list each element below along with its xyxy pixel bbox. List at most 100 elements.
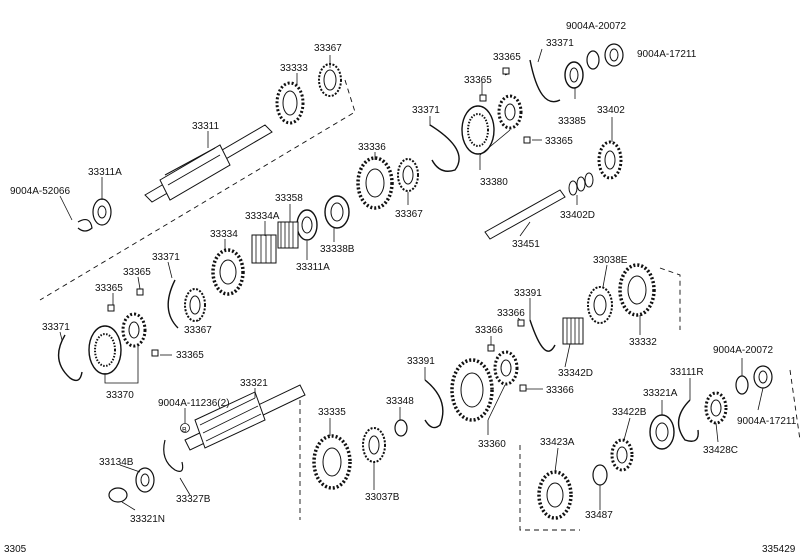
label-33365-a: 33365 bbox=[493, 52, 521, 63]
label-33358: 33358 bbox=[275, 193, 303, 204]
key-33365-e bbox=[107, 304, 115, 312]
nut-9004A-17211-low bbox=[753, 365, 773, 389]
input-shaft bbox=[144, 124, 273, 203]
snap-ring-33371-top bbox=[529, 59, 561, 103]
label-9004A-20072-top: 9004A-20072 bbox=[566, 21, 626, 32]
label-33321N: 33321N bbox=[130, 514, 165, 525]
label-33365-d: 33365 bbox=[123, 267, 151, 278]
label-33380: 33380 bbox=[480, 177, 508, 188]
label-33487: 33487 bbox=[585, 510, 613, 521]
snap-ring-33111R bbox=[677, 399, 699, 442]
label-33422B: 33422B bbox=[612, 407, 647, 418]
nut-9004A-17211-top bbox=[604, 43, 624, 67]
label-33371-mid: 33371 bbox=[412, 105, 440, 116]
bushing-33402D bbox=[568, 172, 594, 196]
label-33402D: 33402D bbox=[560, 210, 595, 221]
key-33365-a bbox=[502, 67, 510, 75]
key-33365-d bbox=[136, 288, 144, 296]
label-33370: 33370 bbox=[106, 390, 134, 401]
label-33333: 33333 bbox=[280, 63, 308, 74]
label-33366-c: 33366 bbox=[546, 385, 574, 396]
bearing-33342D bbox=[562, 317, 584, 345]
label-33371-left: 33371 bbox=[152, 252, 180, 263]
footer-right-code: 335429 bbox=[762, 544, 796, 555]
label-33134B: 33134B bbox=[99, 457, 134, 468]
counter-shaft bbox=[184, 384, 306, 451]
gear-33333 bbox=[275, 81, 305, 125]
label-33371-far: 33371 bbox=[42, 322, 70, 333]
label-33111R: 33111R bbox=[670, 367, 704, 378]
key-33365-f bbox=[151, 349, 159, 357]
label-33365-c: 33365 bbox=[545, 136, 573, 147]
washer-9004A-20072-top bbox=[586, 50, 600, 70]
ring-33038E bbox=[587, 286, 613, 324]
label-9004A-20072-low: 9004A-20072 bbox=[713, 345, 773, 356]
label-33321A: 33321A bbox=[643, 388, 678, 399]
needle-bearing-33334A bbox=[251, 234, 277, 264]
ring-33367-top bbox=[318, 63, 342, 97]
washer-33348 bbox=[394, 419, 408, 437]
key-33365-b bbox=[479, 94, 487, 102]
gear-33422B bbox=[610, 438, 634, 472]
gear-33428C bbox=[704, 391, 728, 425]
part-labels: 33367 33333 33311 33311A 9004A-52066 333… bbox=[10, 21, 797, 525]
label-33335: 33335 bbox=[318, 407, 346, 418]
snap-ring-33371-far bbox=[57, 334, 83, 382]
key-33366-a bbox=[487, 344, 495, 352]
key-33366-c bbox=[519, 384, 527, 392]
bearing-33385 bbox=[564, 61, 584, 89]
label-33338B: 33338B bbox=[320, 244, 355, 255]
label-33391-a: 33391 bbox=[514, 288, 542, 299]
gear-33332 bbox=[618, 263, 656, 317]
label-33366-a: 33366 bbox=[497, 308, 525, 319]
label-b-marker: B bbox=[182, 427, 187, 434]
label-33348: 33348 bbox=[386, 396, 414, 407]
bearing-33321A bbox=[649, 414, 675, 450]
reverse-shaft-33451 bbox=[484, 189, 566, 240]
label-9004A-52066: 9004A-52066 bbox=[10, 186, 70, 197]
label-33038E: 33038E bbox=[593, 255, 628, 266]
label-33428C: 33428C bbox=[703, 445, 738, 456]
leader-lines bbox=[59, 48, 764, 511]
bearing-33487 bbox=[592, 464, 608, 486]
label-33334A: 33334A bbox=[245, 211, 280, 222]
ring-33037B bbox=[362, 427, 386, 463]
label-33402: 33402 bbox=[597, 105, 625, 116]
sleeve-33370 bbox=[88, 312, 147, 375]
bearing-33134B bbox=[135, 467, 155, 493]
label-33366-b: 33366 bbox=[475, 325, 503, 336]
ring-33367-low bbox=[184, 288, 206, 322]
label-9004A-17211-low: 9004A-17211 bbox=[737, 416, 797, 427]
assembly-outline-upper bbox=[39, 79, 356, 301]
label-33311A-top: 33311A bbox=[88, 167, 122, 178]
key-33365-c bbox=[523, 136, 531, 144]
gear-33336 bbox=[356, 156, 394, 210]
key-33366-b bbox=[517, 319, 525, 327]
washer-9004A-20072-low bbox=[735, 375, 749, 395]
label-33423A: 33423A bbox=[540, 437, 575, 448]
snap-ring-9004A-52066 bbox=[77, 218, 93, 232]
snap-ring-9004A-11236 bbox=[163, 439, 184, 472]
assembly-outline-lower-right bbox=[519, 369, 801, 531]
label-33365-f: 33365 bbox=[176, 350, 204, 361]
label-33391-b: 33391 bbox=[407, 356, 435, 367]
bearing-33338B bbox=[324, 195, 350, 229]
gear-33423A bbox=[537, 470, 573, 520]
gear-33402 bbox=[597, 140, 623, 180]
sleeve-33380 bbox=[461, 94, 523, 155]
label-33327B: 33327B bbox=[176, 494, 211, 505]
label-33311A-mid: 33311A bbox=[296, 262, 330, 273]
snap-ring-33391-a bbox=[529, 319, 556, 352]
gear-33334 bbox=[211, 248, 245, 296]
plug-33321N bbox=[108, 487, 128, 503]
needle-bearing-33358 bbox=[277, 221, 299, 249]
label-33342D: 33342D bbox=[558, 368, 593, 379]
label-33332: 33332 bbox=[629, 337, 657, 348]
bearing-33311A-top bbox=[92, 198, 112, 226]
bearing-33311A-mid bbox=[296, 209, 318, 241]
label-9004A-17211-top: 9004A-17211 bbox=[637, 49, 697, 60]
label-9004A-11236: 9004A-11236(2) bbox=[158, 398, 230, 409]
snap-ring-33371-left bbox=[167, 279, 179, 329]
label-33037B: 33037B bbox=[365, 492, 400, 503]
